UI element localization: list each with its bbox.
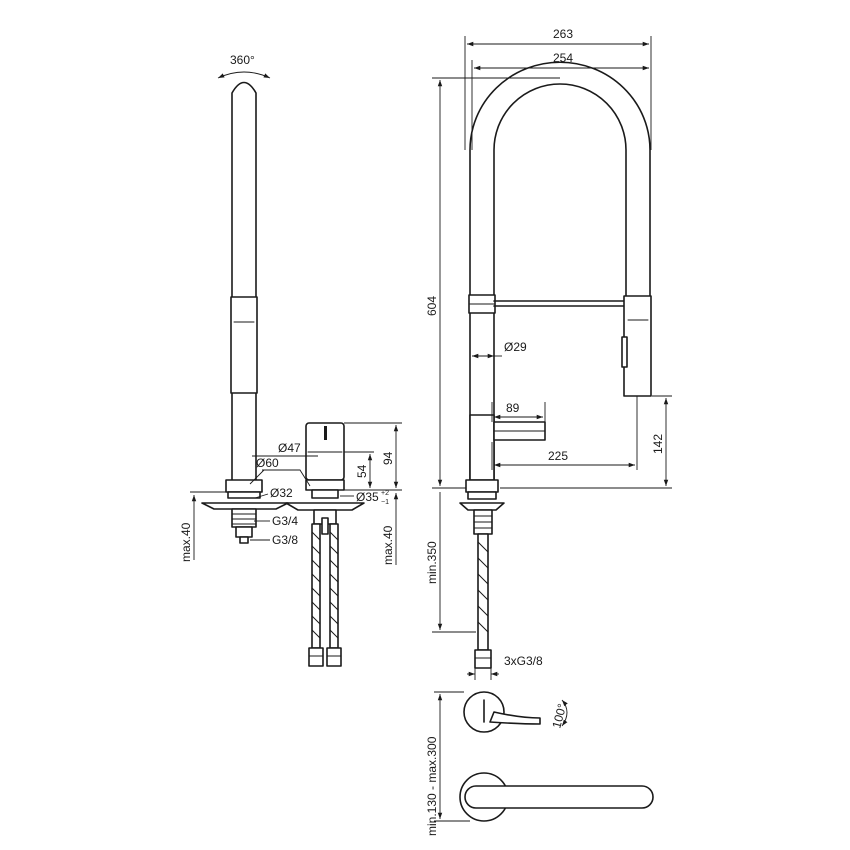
spacing-label: min.130 - max.300 <box>425 736 439 836</box>
spray-head <box>623 295 652 397</box>
hoses-label: 3xG3/8 <box>504 654 543 668</box>
max40-right-label: max.40 <box>381 525 395 565</box>
min350-label: min.350 <box>425 541 439 584</box>
handle-module: 54 94 max.40 Ø47 Ø60 Ø35 +2 −1 <box>256 422 402 667</box>
rotation-arrow-icon <box>217 71 271 79</box>
h604-label: 604 <box>425 296 439 316</box>
spout-top-outline <box>464 785 654 809</box>
h142-label: 142 <box>651 434 665 454</box>
g34-label: G3/4 <box>272 514 298 528</box>
d35-tol-upper: +2 <box>381 490 389 497</box>
deck-plate-center <box>285 502 365 511</box>
side-view-faucet: 360° max.40 Ø32 G3/4 G3/8 <box>179 53 300 562</box>
g38-label: G3/8 <box>272 533 298 547</box>
w89-label: 89 <box>506 401 520 415</box>
w254-label: 254 <box>553 51 573 65</box>
h94-label: 94 <box>381 451 395 465</box>
top-view-spout <box>459 772 654 822</box>
d47-label: Ø47 <box>278 441 301 455</box>
rotation-100-arrow-icon <box>561 699 568 727</box>
spacing-dimension: min.130 - max.300 <box>425 691 470 836</box>
rotation-100-label: 100° <box>549 702 569 730</box>
braided-hose-left <box>311 523 321 649</box>
top-view-handle: 100° <box>463 691 569 733</box>
rotation-360-label: 360° <box>230 53 255 67</box>
braided-hose-right <box>329 523 339 649</box>
handle-top-lever <box>489 711 541 725</box>
d32-label: Ø32 <box>270 486 293 500</box>
front-view-faucet: 263 254 604 Ø29 89 225 142 min.350 <box>425 27 672 680</box>
max40-left-label: max.40 <box>179 522 193 562</box>
arch-spout <box>469 61 651 481</box>
d35-label: Ø35 <box>356 490 379 504</box>
w263-label: 263 <box>553 27 573 41</box>
d29-label: Ø29 <box>504 340 527 354</box>
h54-label: 54 <box>355 464 369 478</box>
deck-plate-left <box>201 502 289 510</box>
spout-tube <box>231 81 257 481</box>
w225-label: 225 <box>548 449 568 463</box>
d35-tol-lower: −1 <box>381 499 389 506</box>
d60-label: Ø60 <box>256 456 279 470</box>
spray-head-band <box>230 296 258 394</box>
